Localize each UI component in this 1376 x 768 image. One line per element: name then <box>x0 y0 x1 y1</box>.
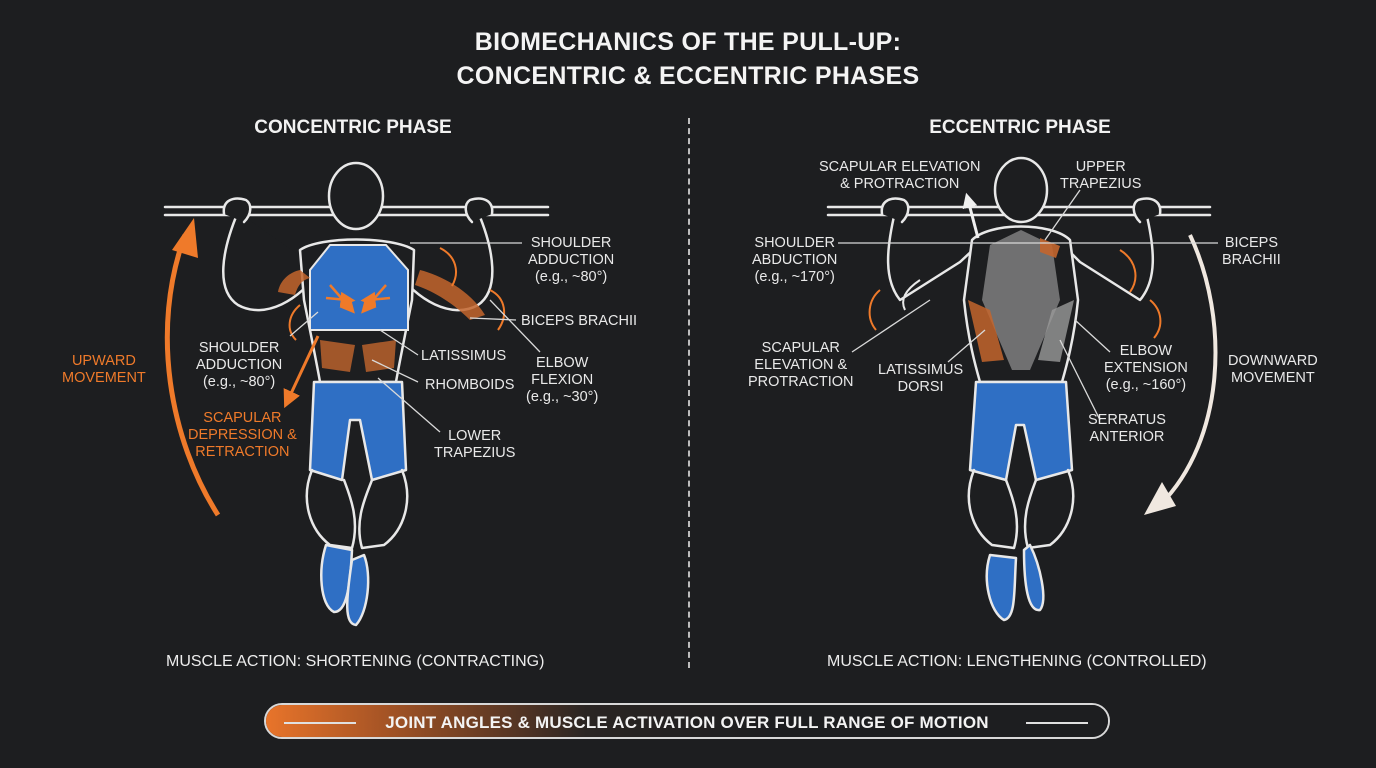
concentric-shoulder-adduction-right: SHOULDER ADDUCTION (e.g., ~80°) <box>528 235 615 285</box>
eccentric-upper-trapezius-label: UPPER TRAPEZIUS <box>1060 159 1142 192</box>
main-title-line1: BIOMECHANICS OF THE PULL-UP: <box>474 28 902 56</box>
concentric-scapular-label: SCAPULAR DEPRESSION & RETRACTION <box>188 410 297 460</box>
eccentric-biceps-label: BICEPS BRACHII <box>1222 235 1281 268</box>
eccentric-leader-lines <box>838 189 1218 421</box>
eccentric-scapular-left-label: SCAPULAR ELEVATION & PROTRACTION <box>748 340 854 390</box>
concentric-lower-trapezius-label: LOWER TRAPEZIUS <box>434 428 516 461</box>
concentric-back-highlight <box>309 244 409 331</box>
eccentric-shoulder-abduction-label: SHOULDER ABDUCTION (e.g., ~170°) <box>752 235 838 285</box>
range-of-motion-banner: JOINT ANGLES & MUSCLE ACTIVATION OVER FU… <box>264 703 1110 739</box>
eccentric-latissimus-dorsi-label: LATISSIMUS DORSI <box>878 362 964 395</box>
concentric-muscle-action: MUSCLE ACTION: SHORTENING (CONTRACTING) <box>166 653 545 670</box>
eccentric-scapular-top-label: SCAPULAR ELEVATION & PROTRACTION <box>819 159 981 192</box>
concentric-muscle-arrows <box>325 284 391 314</box>
downward-arrow-head <box>1144 482 1176 515</box>
downward-arrow <box>1158 234 1218 507</box>
concentric-biceps-label: BICEPS BRACHII <box>521 313 638 329</box>
downward-movement-label: DOWNWARD MOVEMENT <box>1228 353 1318 386</box>
main-title-line2: CONCENTRIC & ECCENTRIC PHASES <box>456 62 920 90</box>
eccentric-trapezius <box>982 230 1060 370</box>
eccentric-elbow-extension-label: ELBOW EXTENSION (e.g., ~160°) <box>1104 343 1188 393</box>
eccentric-lat-right <box>1038 300 1074 362</box>
concentric-biceps-right <box>415 270 485 320</box>
concentric-rhomboid-left <box>320 340 355 372</box>
concentric-elbow-flexion-label: ELBOW FLEXION (e.g., ~30°) <box>526 355 599 405</box>
upward-movement-label: UPWARD MOVEMENT <box>62 353 146 386</box>
concentric-rhomboid-right <box>362 340 396 372</box>
banner-right-rule <box>1026 722 1088 724</box>
banner-text: JOINT ANGLES & MUSCLE ACTIVATION OVER FU… <box>385 713 989 732</box>
concentric-shoulder-adduction-left: SHOULDER ADDUCTION (e.g., ~80°) <box>196 340 283 390</box>
concentric-rhomboids-label: RHOMBOIDS <box>425 377 515 393</box>
eccentric-serratus-label: SERRATUS ANTERIOR <box>1088 412 1166 445</box>
phase-divider <box>688 118 690 668</box>
banner-left-rule <box>284 722 356 724</box>
concentric-phase-title: CONCENTRIC PHASE <box>254 117 452 138</box>
concentric-figure <box>163 161 550 627</box>
concentric-biceps-left <box>278 270 310 295</box>
eccentric-phase-title: ECCENTRIC PHASE <box>929 117 1111 138</box>
upward-arrow-head <box>172 218 198 258</box>
eccentric-lat-left <box>968 300 1004 362</box>
banner-gradient <box>266 705 1108 737</box>
eccentric-muscle-action: MUSCLE ACTION: LENGTHENING (CONTROLLED) <box>827 653 1207 670</box>
concentric-latissimus-label: LATISSIMUS <box>421 348 507 364</box>
upward-arrow <box>164 234 221 517</box>
concentric-leader-lines <box>289 242 541 433</box>
